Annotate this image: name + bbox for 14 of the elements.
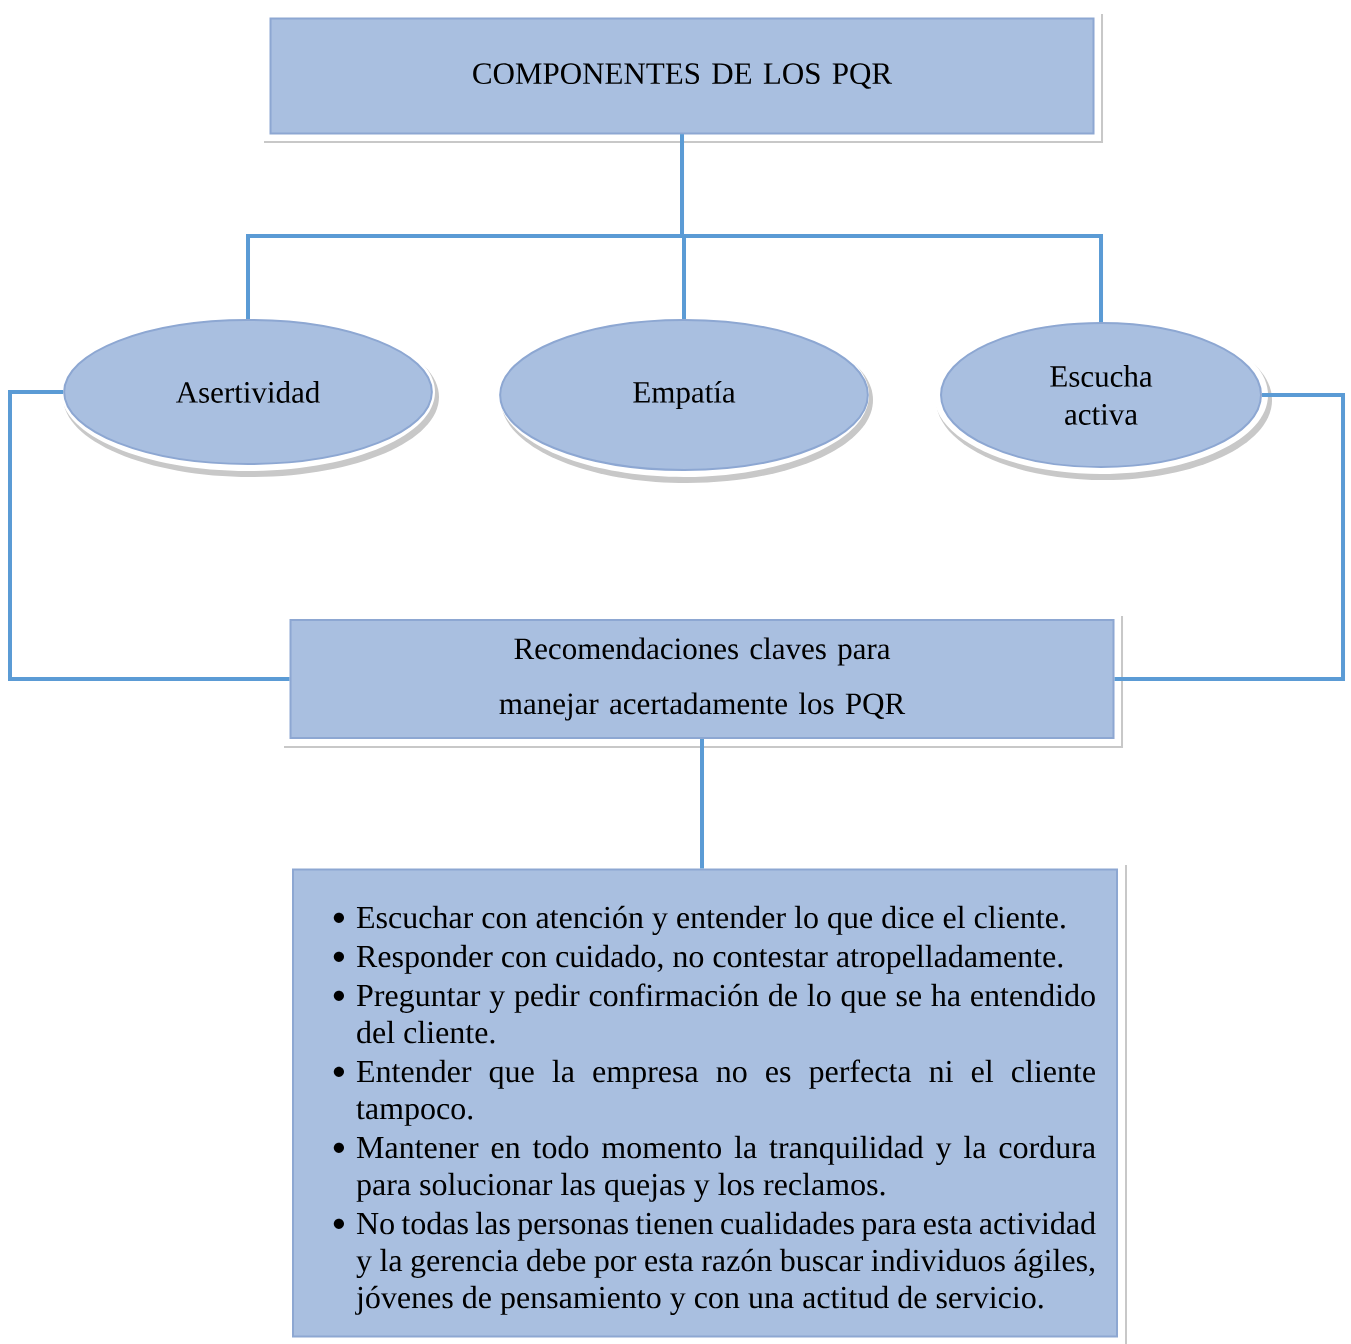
list-item: Entender que la empresa no es perfecta ni el cliente tampoco.	[356, 1059, 1095, 1126]
connector-line	[680, 134, 1103, 322]
list-item: Preguntar y pedir confirmación de lo que se ha entendido del cliente.	[356, 983, 1095, 1044]
list-item: Escuchar con atención y entender lo que dice el cliente.	[356, 905, 1065, 935]
recommendation-box: Recomendaciones claves para manejar acertadamente los PQR	[282, 612, 1123, 748]
list-item: Responder con cuidado, no contestar atropelladamente.	[356, 944, 1063, 974]
node-label: COMPONENTES DE LOS PQR	[473, 63, 893, 89]
list-item: No todas las personas tienen cualidades para esta actividad y la gerencia debe por esta razón buscar individuos ágiles, jóvenes de pensamiento y con una actitud de servicio.	[355, 1211, 1096, 1315]
node-label: Recomendaciones claves para manejar acertadamente los PQR	[499, 637, 906, 721]
connector-line	[1114, 393, 1345, 681]
title-box: COMPONENTES DE LOS PQR	[262, 10, 1103, 143]
connector-line	[8, 390, 290, 681]
connector-line	[700, 739, 704, 869]
list-item: Mantener en todo momento la tranquilidad y la cordura para solucionar las quejas y los reclamos.	[356, 1135, 1096, 1202]
